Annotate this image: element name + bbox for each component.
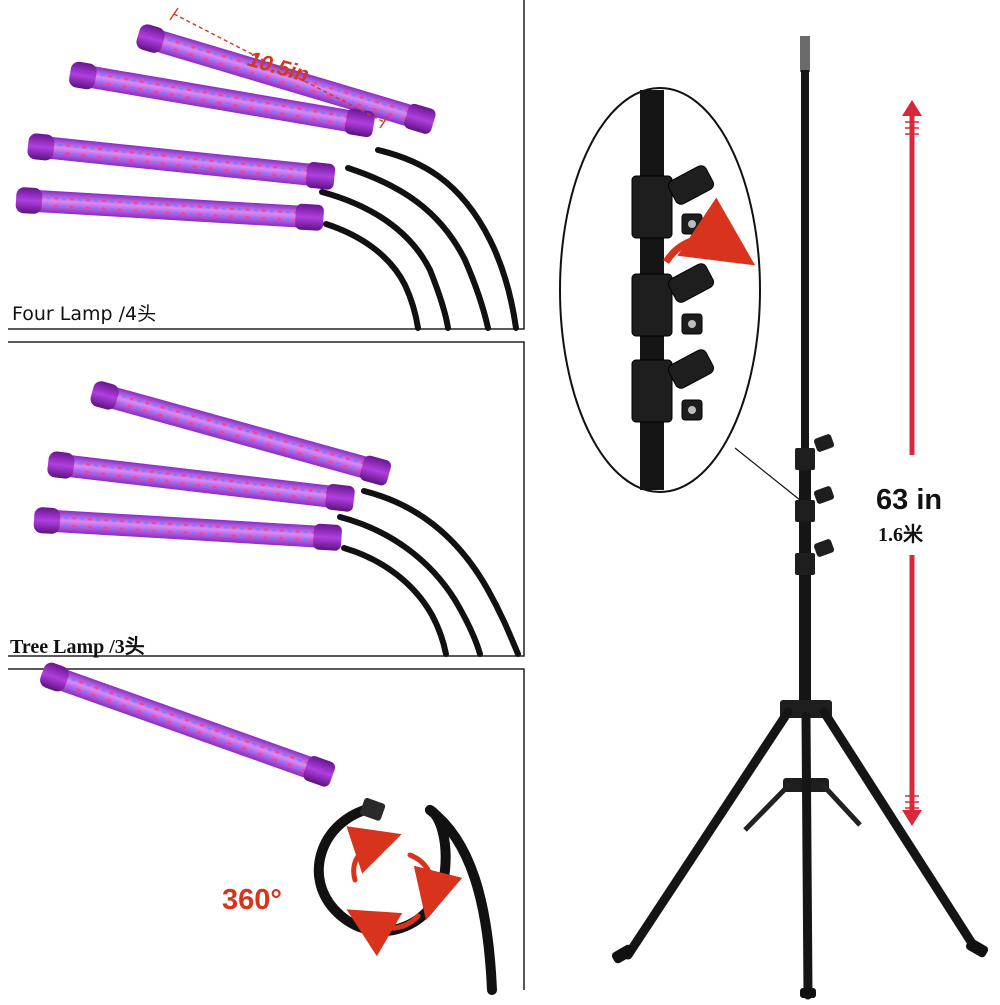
lamp-bar [69, 61, 375, 138]
lamp-bar [40, 662, 336, 787]
panel-borders [8, 0, 525, 990]
height-arrow-icon [902, 100, 922, 826]
lamp-end-cap [90, 381, 119, 410]
led-strip [94, 72, 349, 126]
gooseneck [313, 803, 497, 995]
height-label: 63 in [876, 484, 943, 516]
led-strip [53, 143, 310, 180]
three-lamp-panel [33, 381, 521, 657]
lamp-end-cap [69, 61, 97, 90]
lamp-end-cap [136, 24, 165, 53]
led-strip [115, 394, 366, 473]
rotate-direction-arrow-icon [663, 197, 756, 266]
three-lamp-label: Tree Lamp /3头 [10, 636, 145, 658]
four-lamp-panel [15, 7, 519, 331]
zoom-pointer-line [734, 447, 801, 501]
lamp-end-cap [404, 103, 436, 134]
led-strip [65, 676, 310, 772]
gooseneck [337, 488, 521, 657]
led-strip [41, 196, 298, 222]
tripod-legs [623, 707, 980, 1000]
lamp-bar [15, 187, 324, 231]
lamp-bar [33, 507, 342, 551]
lamp-end-cap [40, 662, 69, 692]
panel-single-border [8, 668, 525, 990]
tripod-spigot [800, 36, 810, 72]
lamp-bar [90, 381, 392, 486]
four-lamp-label: Four Lamp /4头 [12, 303, 157, 325]
led-strip [73, 461, 329, 502]
tripod-pole [801, 70, 809, 460]
lamp-bar [47, 451, 355, 512]
rotate-arrows-icon [346, 826, 463, 957]
tripod-braces [743, 782, 862, 832]
lamp-end-cap [325, 483, 355, 512]
lamp-end-cap [359, 455, 392, 486]
lamp-end-cap [303, 756, 336, 787]
tripod-hub [780, 700, 832, 718]
lamp-end-cap [33, 507, 61, 534]
gooseneck [319, 147, 519, 331]
bar-length-dimension [169, 7, 389, 129]
height-label-metric: 1.6米 [878, 524, 923, 546]
lamp-end-cap [47, 451, 75, 479]
lamp-end-cap [27, 133, 55, 161]
lamp-end-cap [295, 203, 324, 231]
lamp-end-cap [344, 108, 375, 138]
lamp-end-cap [313, 523, 342, 551]
led-strip [59, 516, 316, 542]
lamp-end-cap [305, 162, 336, 190]
single-lamp-panel [40, 662, 497, 995]
tripod-pole [799, 450, 811, 710]
led-strip [161, 37, 410, 121]
zoom-detail [631, 90, 756, 490]
lamp-bar [27, 133, 336, 190]
clamp-lock [795, 434, 835, 575]
panel-four-border [8, 0, 525, 330]
lamp-end-cap [15, 187, 43, 214]
panel-three-border [8, 341, 525, 657]
rotation-label: 360° [222, 884, 282, 916]
lamp-joint [360, 797, 386, 821]
lamp-bar [136, 24, 436, 134]
tripod-stand [559, 36, 989, 1000]
tripod-feet [611, 938, 989, 998]
